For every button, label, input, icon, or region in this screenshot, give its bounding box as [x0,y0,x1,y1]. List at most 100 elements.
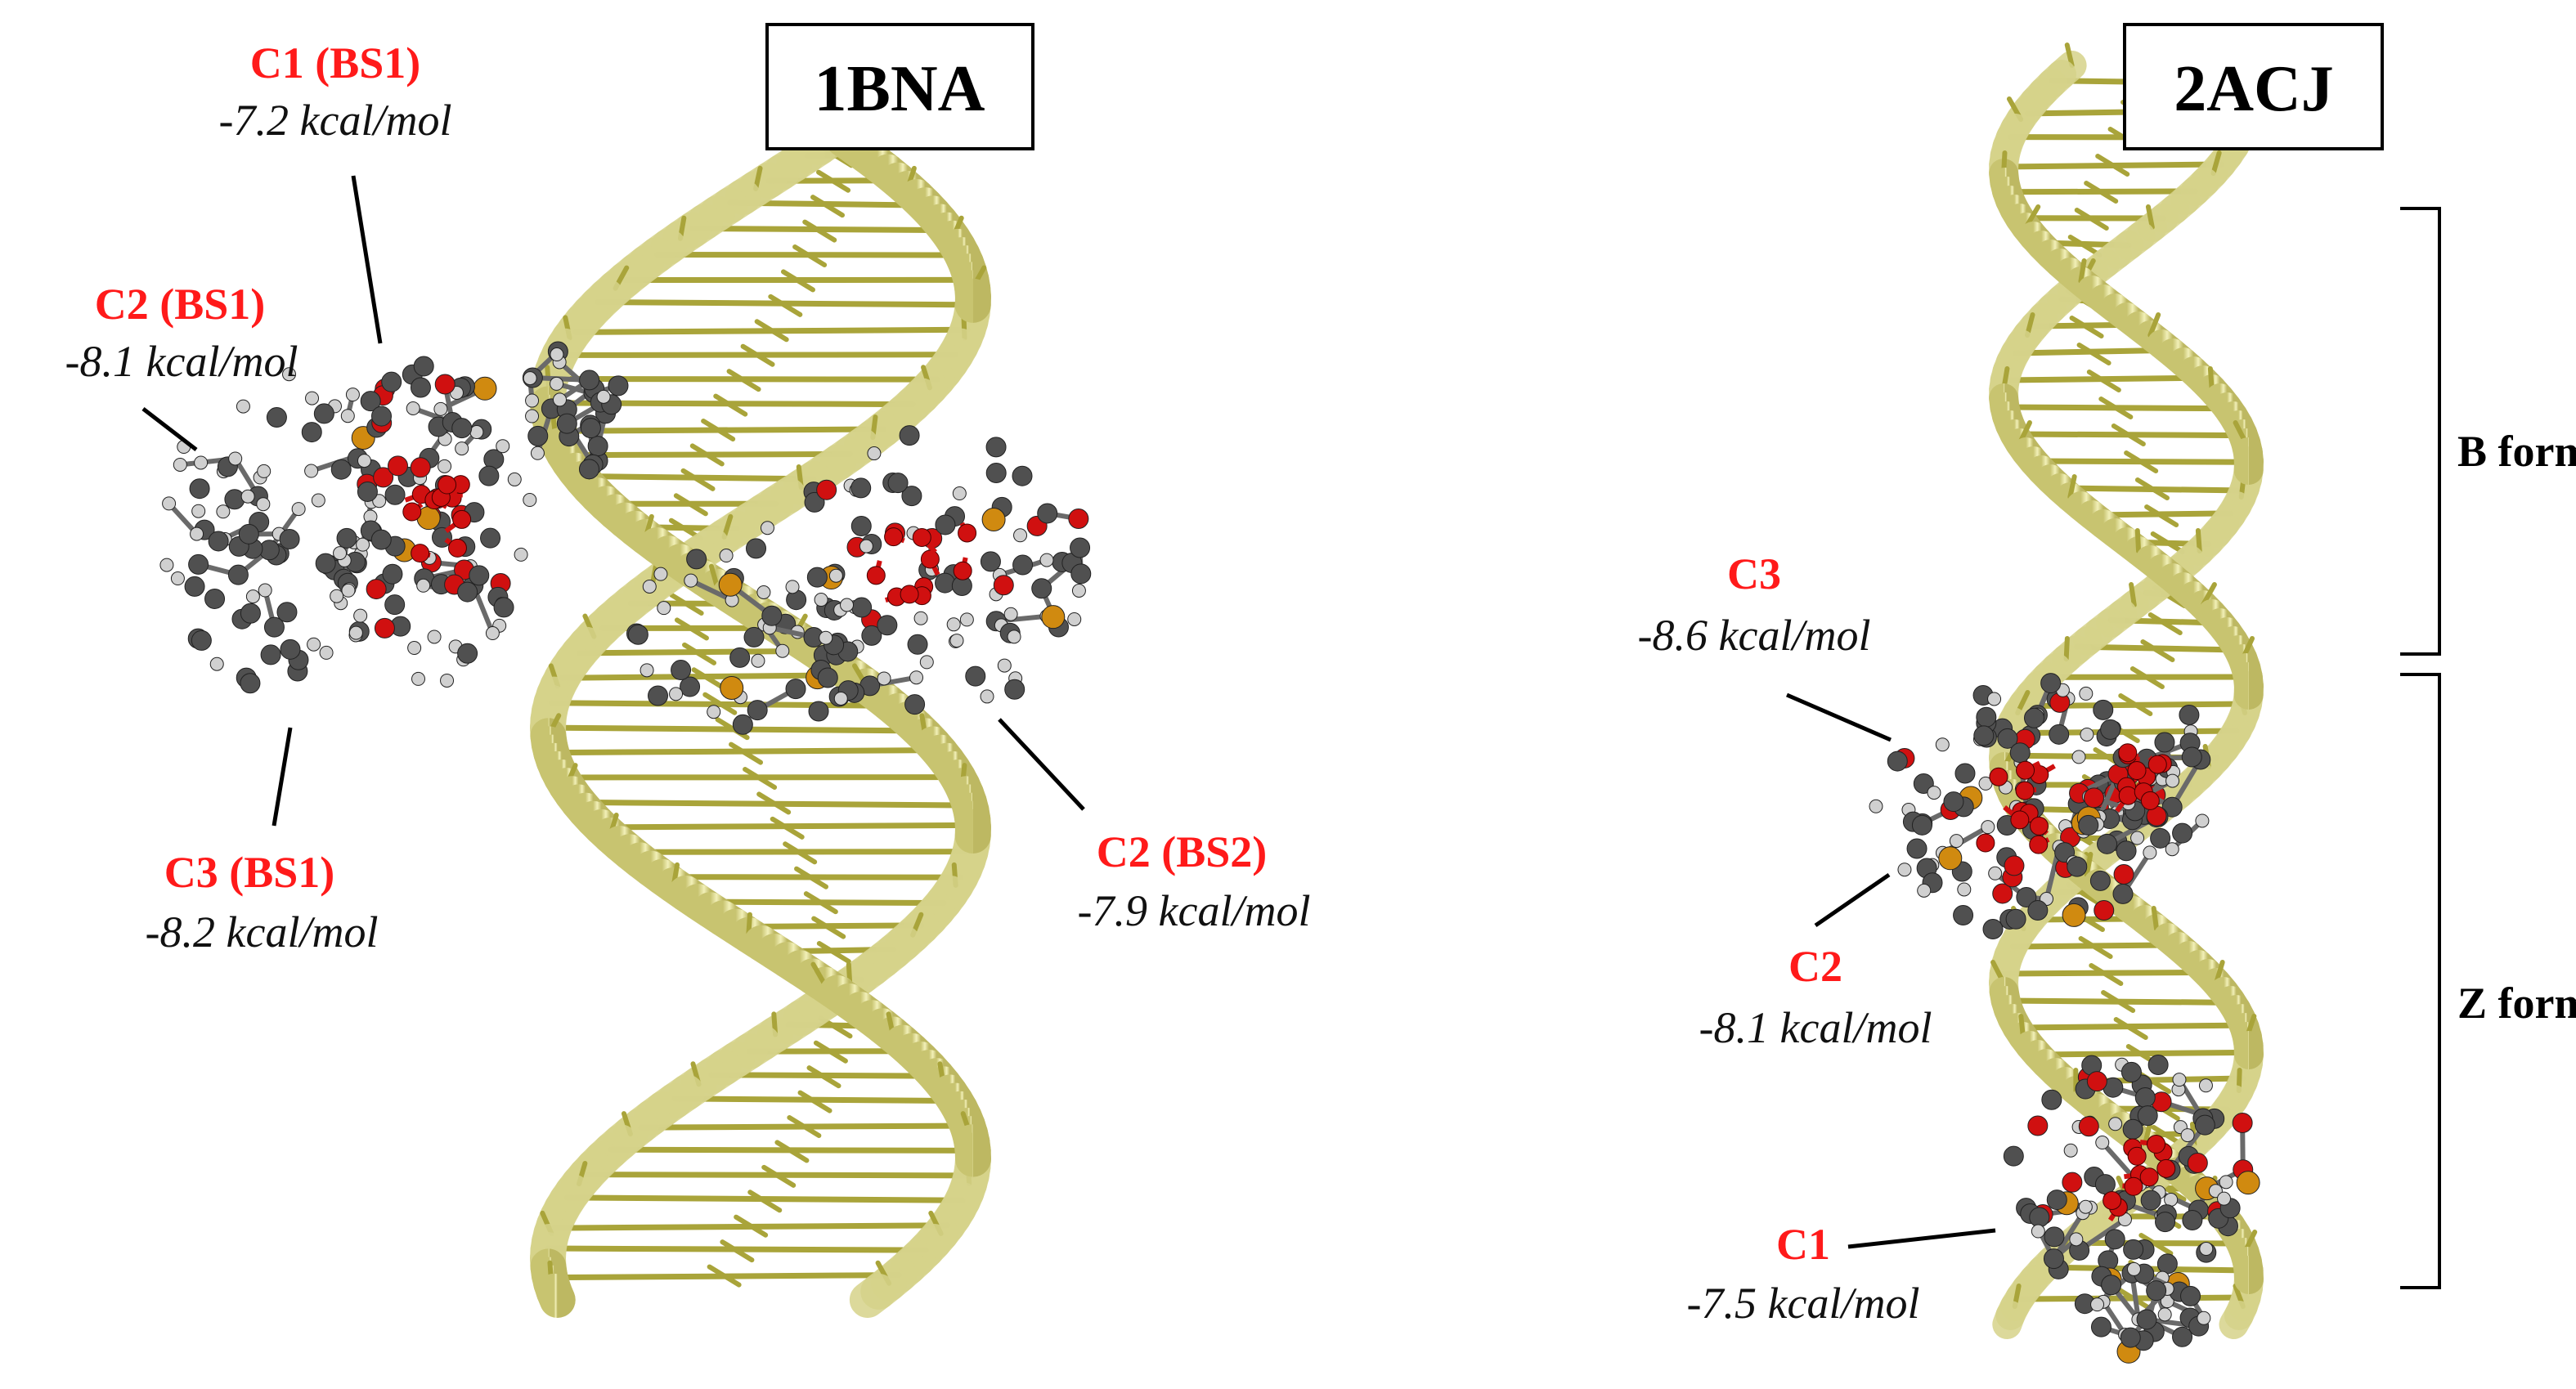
carbon-atom [2146,1280,2167,1302]
base-ring-stick [770,816,805,840]
carbon-atom [1070,563,1092,585]
oxygen-atom [366,579,387,600]
carbon-atom [579,370,600,391]
oxygen-atom [2062,1172,2083,1193]
base-ring-stick [2124,450,2159,473]
base-ring-stick [2095,154,2130,177]
oxygen-atom [411,544,430,563]
oxygen-atom [920,549,940,569]
carbon-atom [2097,833,2118,854]
region-label-b-form: B form [2457,427,2576,476]
base-ring-stick [2074,208,2109,231]
hydrogen-atom [775,643,790,658]
hydrogen-atom [455,441,469,456]
carbon-atom [2009,742,2031,764]
hydrogen-atom [209,656,224,671]
carbon-atom [2181,746,2202,768]
hydrogen-atom [2217,1191,2232,1206]
sulfur-atom [2062,903,2086,927]
hydrogen-atom [305,391,320,405]
oxygen-atom [2004,855,2025,876]
carbon-atom [2194,1114,2215,1136]
base-ring-stick [691,667,726,691]
hydrogen-atom [877,671,891,686]
ligand-clusters-2acj [1869,673,2260,1364]
hydrogen-atom [819,630,833,645]
hydrogen-atom [2219,1175,2233,1190]
carbon-atom [208,531,229,552]
carbon-atom [980,551,1001,572]
base-ring-stick [811,916,846,939]
carbon-atom [1982,918,2004,939]
label-c3: C3 -8.6 kcal/mol [1638,549,1871,660]
carbon-atom [280,638,301,660]
hydrogen-atom [438,459,452,473]
base-ring-stick [774,1140,810,1163]
base-ring-stick [792,244,828,267]
base-ring-stick [2098,397,2134,419]
carbon-atom [451,418,473,439]
carbon-atom [2016,886,2037,907]
carbon-atom [587,436,608,457]
hydrogen-atom [525,393,540,408]
hydrogen-atom [245,589,260,604]
base-ring-stick [669,593,704,616]
carbon-atom [2120,1327,2141,1348]
base-ring-stick [720,1239,755,1263]
carbon-atom [861,625,882,646]
base-ring-stick [2140,639,2175,662]
base-ring-stick [680,468,716,491]
hydrogen-atom [258,583,272,598]
carbon-atom [2101,1275,2122,1296]
hydrogen-atom [669,687,684,701]
hydrogen-atom [311,493,325,508]
hydrogen-atom [228,451,243,466]
oxygen-atom [2118,743,2138,763]
carbon-atom [480,527,501,549]
hydrogen-atom [170,571,185,586]
base-ring-stick [806,1065,841,1089]
oxygen-atom [2015,781,2035,800]
oxygen-atom [2078,1116,2099,1137]
label-name: C1 (BS1) [250,38,421,87]
carbon-atom [2180,1285,2201,1306]
carbon-atom [899,425,920,446]
phosphate-stick [2207,366,2215,392]
oxygen-atom [884,527,904,547]
carbon-atom [1070,537,1091,558]
base-ring-stick [713,393,748,417]
phosphate-stick [2195,528,2202,553]
carbon-atom [240,603,261,624]
hydrogen-atom [2199,1242,2214,1257]
base-ring-stick [810,195,846,218]
carbon-atom [1906,838,1928,859]
oxygen-atom [900,585,919,604]
oxygen-atom [2156,1158,2176,1178]
base-ring-stick [2150,531,2185,554]
panel-title-box-1bna: 1BNA [765,23,1034,150]
hydrogen-atom [840,598,855,612]
carbon-atom [556,413,577,434]
hydrogen-atom [291,502,306,517]
carbon-atom [686,549,707,570]
hydrogen-atom [867,446,882,461]
carbon-atom [2003,1145,2024,1167]
oxygen-atom [958,523,977,543]
hydrogen-atom [1007,630,1021,644]
carbon-atom [2023,707,2044,728]
hydrogen-atom [353,608,368,623]
carbon-atom [1943,791,1964,813]
carbon-atom [263,616,285,638]
base-ring-stick [729,742,764,765]
oxygen-atom [2103,1190,2122,1210]
carbon-atom [2161,796,2183,818]
carbon-atom [907,634,928,655]
base-ring-stick [754,319,789,343]
bracket-b-form [2400,207,2441,656]
carbon-atom [747,700,768,721]
hydrogen-atom [507,472,522,486]
oxygen-atom [447,538,467,558]
carbon-atom [469,565,490,586]
hydrogen-atom [173,457,187,472]
ligand-clusters-1bna [159,341,1092,735]
